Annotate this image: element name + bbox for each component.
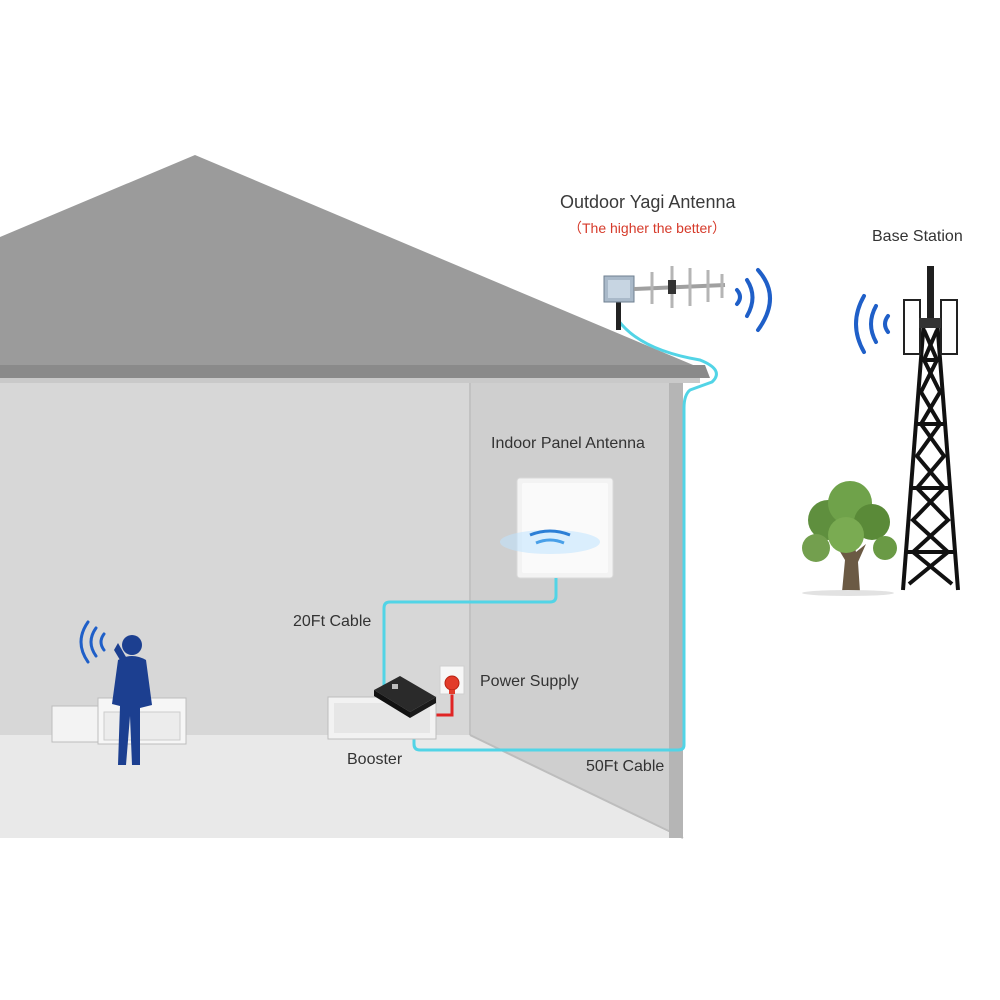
tower-signal-icon xyxy=(854,294,890,354)
cable-50ft-label: 50Ft Cable xyxy=(586,758,665,775)
booster-cabinet xyxy=(327,696,437,740)
outdoor-antenna-note: （The higher the better） xyxy=(568,220,726,236)
power-supply-label: Power Supply xyxy=(480,673,579,690)
indoor-panel-antenna-label: Indoor Panel Antenna xyxy=(491,435,645,452)
person-on-phone xyxy=(112,635,152,765)
cable-20ft xyxy=(382,578,558,690)
roof xyxy=(0,155,705,370)
power-supply xyxy=(439,665,465,695)
tree xyxy=(802,481,897,596)
phone-signal-icon xyxy=(79,620,106,664)
outdoor-antenna-label: Outdoor Yagi Antenna xyxy=(560,192,736,212)
back-wall xyxy=(0,375,470,735)
base-station-label: Base Station xyxy=(872,228,963,245)
indoor-panel-antenna xyxy=(500,477,614,579)
floor xyxy=(0,735,680,838)
cable-50ft xyxy=(412,319,718,752)
booster-label: Booster xyxy=(347,751,403,768)
booster-device xyxy=(374,676,436,718)
cable-20ft-label: 20Ft Cable xyxy=(293,613,372,630)
outdoor-yagi-antenna xyxy=(603,266,726,330)
yagi-signal-icon xyxy=(735,268,772,332)
base-station-tower xyxy=(901,266,960,591)
